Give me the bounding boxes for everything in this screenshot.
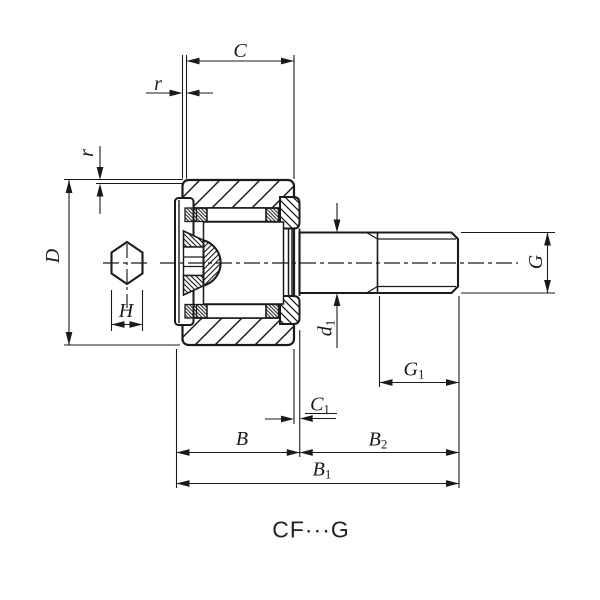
dim-label-d1: d1	[314, 319, 338, 337]
dim-label-g: G	[525, 254, 547, 270]
part-series-title: CF···G	[272, 516, 350, 543]
dimension-b	[175, 349, 300, 488]
outer-ring-section-hatch-bottom	[182, 318, 294, 345]
dim-label-c1: C1	[310, 393, 330, 417]
dimension-d	[64, 180, 180, 346]
dimension-b2	[299, 296, 460, 488]
dimension-h	[110, 290, 144, 331]
dim-label-r-top: r	[154, 73, 162, 95]
dimension-b1	[176, 480, 459, 487]
dimension-d1	[333, 203, 341, 348]
dim-label-h: H	[118, 300, 134, 322]
needle-roller-bottom	[206, 303, 267, 319]
dimension-r-top	[146, 89, 213, 97]
outer-ring-section-hatch-top	[182, 180, 294, 208]
dim-label-g1: G1	[403, 358, 425, 382]
dim-label-b1: B1	[312, 458, 332, 482]
dim-label-c: C	[233, 40, 247, 62]
dimension-g1	[378, 296, 459, 387]
stud-head	[182, 229, 222, 297]
dim-label-b2: B2	[368, 428, 388, 452]
needle-rollers-top	[184, 207, 280, 223]
hex-socket	[182, 246, 205, 277]
side-plate-right	[279, 196, 301, 325]
dimension-g	[461, 231, 555, 294]
dim-label-d-outer: D	[42, 248, 64, 264]
dim-label-b: B	[235, 428, 249, 450]
centerlines	[103, 244, 518, 309]
dimension-r-side	[64, 146, 183, 214]
needle-roller-top	[206, 207, 267, 223]
dim-label-r-side: r	[76, 149, 98, 157]
dimension-c	[181, 55, 295, 179]
dimension-c1	[265, 330, 337, 457]
needle-rollers-bottom	[184, 303, 280, 319]
